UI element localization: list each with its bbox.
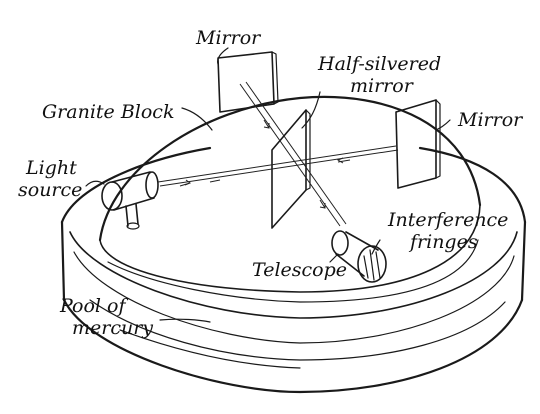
label-interference-line2: fringes: [408, 231, 478, 253]
leader-lines: [85, 47, 451, 323]
label-right-mirror: Mirror: [457, 109, 524, 131]
granite-block: [98, 95, 482, 303]
label-interference-line1: Interference: [387, 209, 508, 231]
label-telescope: Telescope: [252, 259, 347, 281]
label-half-silvered-line1: Half-silvered: [317, 53, 441, 75]
label-light-source-line2: source: [18, 179, 82, 201]
labels: Mirror Half-silvered mirror Granite Bloc…: [18, 27, 524, 339]
light-source: [101, 171, 159, 230]
label-granite-block: Granite Block: [42, 101, 174, 123]
label-pool-line2: mercury: [72, 317, 153, 339]
telescope: [331, 230, 387, 283]
right-mirror: [395, 99, 441, 189]
label-light-source-line1: Light: [25, 157, 77, 179]
label-pool-line1: Pool of: [59, 295, 128, 317]
label-half-silvered-line2: mirror: [350, 75, 415, 97]
top-mirror: [217, 51, 279, 113]
half-silvered-mirror: [271, 109, 311, 229]
light-rays: [157, 81, 399, 227]
label-top-mirror: Mirror: [195, 27, 262, 49]
